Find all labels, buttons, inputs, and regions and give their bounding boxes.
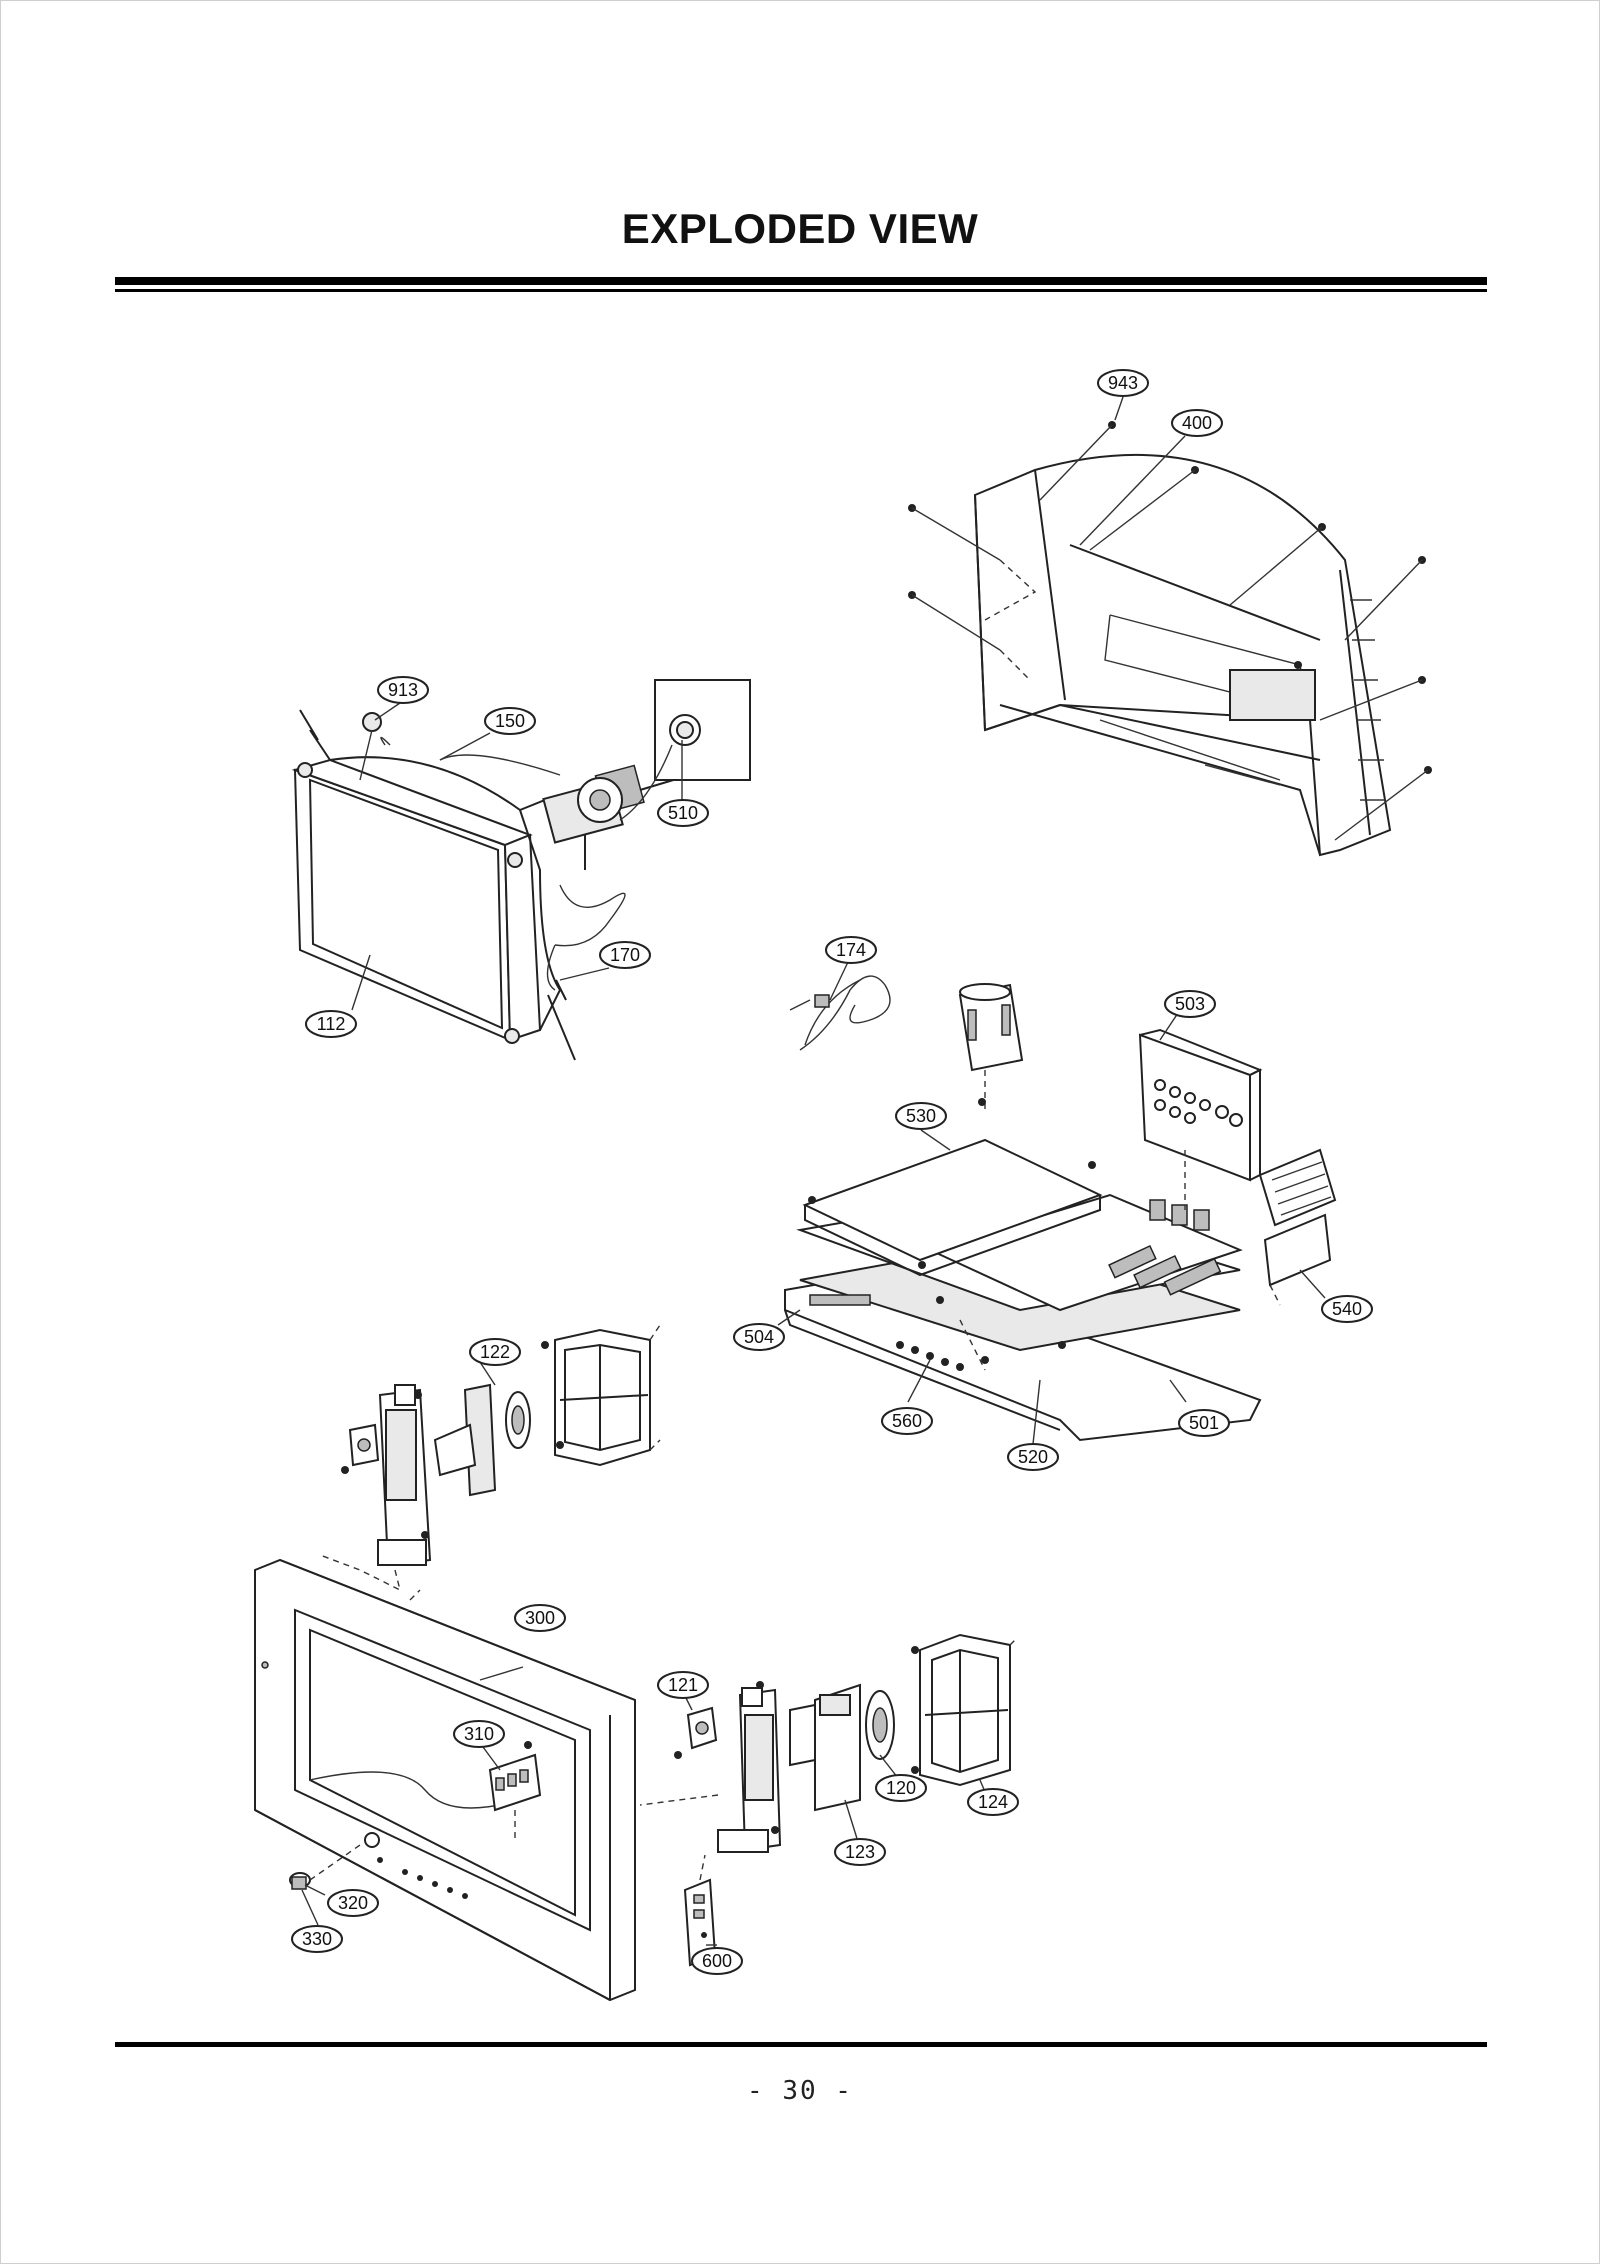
callout-170: 170 xyxy=(599,941,651,969)
callout-520: 520 xyxy=(1007,1443,1059,1471)
svg-text:124: 124 xyxy=(978,1792,1008,1812)
callout-122: 122 xyxy=(469,1338,521,1366)
svg-text:150: 150 xyxy=(495,711,525,731)
svg-text:120: 120 xyxy=(886,1778,916,1798)
callout-123: 123 xyxy=(834,1838,886,1866)
svg-text:174: 174 xyxy=(836,940,866,960)
svg-text:300: 300 xyxy=(525,1608,555,1628)
power-button-part xyxy=(289,1844,361,1890)
main-board-assy xyxy=(784,1098,1262,1442)
callout-112: 112 xyxy=(305,1010,357,1038)
callout-540: 540 xyxy=(1321,1295,1373,1323)
speaker-right-assy xyxy=(639,1633,1016,1853)
jack-bracket-part xyxy=(1138,1028,1263,1210)
page-number: - 30 - xyxy=(747,2076,853,2106)
degaussing-coil-part xyxy=(380,736,626,991)
svg-text:330: 330 xyxy=(302,1929,332,1949)
leader-lines xyxy=(301,396,1326,1946)
shield-plate-part xyxy=(1263,1213,1332,1306)
svg-text:540: 540 xyxy=(1332,1299,1362,1319)
crt-neck xyxy=(542,764,691,844)
board-heatsinks xyxy=(1108,1199,1222,1296)
svg-text:913: 913 xyxy=(388,680,418,700)
svg-text:121: 121 xyxy=(668,1675,698,1695)
svg-text:504: 504 xyxy=(744,1327,774,1347)
callout-503: 503 xyxy=(1164,990,1216,1018)
picture-tube-part xyxy=(291,709,691,1061)
svg-text:510: 510 xyxy=(668,803,698,823)
front-cabinet-part xyxy=(254,1558,636,2002)
svg-text:530: 530 xyxy=(906,1106,936,1126)
control-knob-assy xyxy=(488,1741,542,1840)
callout-913: 913 xyxy=(377,676,429,704)
back-cover-vent-grille xyxy=(1350,599,1386,801)
callout-300: 300 xyxy=(514,1604,566,1632)
svg-text:501: 501 xyxy=(1189,1413,1219,1433)
callout-150: 150 xyxy=(484,707,536,735)
callout-560: 560 xyxy=(881,1407,933,1435)
callout-121: 121 xyxy=(657,1671,709,1699)
speaker-grille-part xyxy=(1258,1148,1337,1227)
callout-530: 530 xyxy=(895,1102,947,1130)
anode-cap-part xyxy=(619,679,751,821)
callout-124: 124 xyxy=(967,1788,1019,1816)
callout-320: 320 xyxy=(327,1889,379,1917)
svg-text:123: 123 xyxy=(845,1842,875,1862)
svg-text:310: 310 xyxy=(464,1724,494,1744)
board-screws xyxy=(808,1098,1096,1364)
svg-text:320: 320 xyxy=(338,1893,368,1913)
svg-text:600: 600 xyxy=(702,1951,732,1971)
svg-text:170: 170 xyxy=(610,945,640,965)
callout-400: 400 xyxy=(1171,409,1223,437)
svg-text:560: 560 xyxy=(892,1411,922,1431)
svg-text:520: 520 xyxy=(1018,1447,1048,1467)
callout-510: 510 xyxy=(657,799,709,827)
header-rule-thin xyxy=(115,289,1487,292)
callout-174: 174 xyxy=(825,936,877,964)
speaker-left-assy xyxy=(319,1324,661,1592)
speaker-right-screws xyxy=(674,1646,919,1834)
header-rule-thick xyxy=(115,277,1487,285)
svg-text:112: 112 xyxy=(317,1014,346,1034)
front-control-buttons xyxy=(364,1832,468,1899)
callout-120: 120 xyxy=(875,1774,927,1802)
footer-rule xyxy=(115,2042,1487,2047)
callout-330: 330 xyxy=(291,1925,343,1953)
board-connectors-front xyxy=(809,1294,964,1371)
svg-text:503: 503 xyxy=(1175,994,1205,1014)
speaker-left-screws xyxy=(341,1341,564,1539)
svg-text:943: 943 xyxy=(1108,373,1138,393)
svg-text:122: 122 xyxy=(480,1342,510,1362)
callout-600: 600 xyxy=(691,1947,743,1975)
power-cord-part xyxy=(789,975,891,1051)
back-cover-screws xyxy=(908,421,1432,841)
jack-bracket-holes xyxy=(1154,1079,1243,1127)
fbt-part xyxy=(958,983,1024,1110)
callout-501: 501 xyxy=(1178,1409,1230,1437)
callout-943: 943 xyxy=(1097,369,1149,397)
back-cover-part xyxy=(973,453,1392,857)
svg-text:400: 400 xyxy=(1182,413,1212,433)
callout-310: 310 xyxy=(453,1720,505,1748)
page-title: EXPLODED VIEW xyxy=(621,205,979,252)
callout-504: 504 xyxy=(733,1323,785,1351)
